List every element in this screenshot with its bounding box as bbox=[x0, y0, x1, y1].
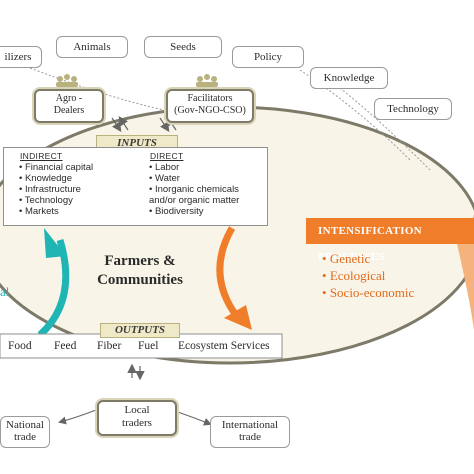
intensification-item: • Ecological bbox=[322, 268, 386, 283]
direct-column: DIRECT Labor Water Inorganic chemicals a… bbox=[140, 151, 239, 217]
center-line1: Farmers & bbox=[104, 253, 176, 269]
national-line1: National bbox=[6, 419, 44, 431]
left-fragment-text: al bbox=[0, 284, 10, 299]
farmers-communities-label: Farmers & Communities bbox=[90, 252, 190, 290]
output-fiber: Fiber bbox=[97, 340, 122, 352]
international-line1: International bbox=[221, 419, 279, 431]
agro-dealers-line1: Agro - bbox=[55, 93, 83, 104]
direct-item: and/or organic matter bbox=[149, 195, 240, 206]
international-line2: trade bbox=[239, 431, 261, 443]
pill-fertilizers: ilizers bbox=[0, 46, 42, 68]
facilitators-line1: Facilitators bbox=[187, 93, 233, 104]
direct-item: Water bbox=[149, 173, 239, 184]
orange-arrow bbox=[216, 226, 241, 321]
direct-item: Labor bbox=[149, 162, 239, 173]
output-fuel: Fuel bbox=[138, 340, 159, 352]
indirect-item: Markets bbox=[19, 206, 93, 217]
pill-knowledge: Knowledge bbox=[310, 67, 388, 89]
outputs-header: OUTPUTS bbox=[100, 323, 180, 338]
intensification-title: INTENSIFICATION PROCESSES bbox=[306, 218, 474, 263]
facilitators-node: Facilitators (Gov-NGO-CSO) bbox=[166, 89, 254, 123]
local-traders-node: Local traders bbox=[97, 400, 177, 436]
intensification-list: • Genetic • Ecological • Socio-economic bbox=[322, 250, 414, 301]
center-line2: Communities bbox=[97, 272, 183, 288]
facilitators-line2: (Gov-NGO-CSO) bbox=[174, 105, 246, 116]
indirect-heading: INDIRECT bbox=[20, 151, 63, 161]
pill-seeds: Seeds bbox=[144, 36, 222, 58]
international-trade-pill: International trade bbox=[210, 416, 290, 448]
pill-policy: Policy bbox=[232, 46, 304, 68]
indirect-column: INDIRECT Financial capital Knowledge Inf… bbox=[10, 151, 93, 217]
indirect-item: Knowledge bbox=[19, 173, 93, 184]
indirect-item: Financial capital bbox=[19, 162, 93, 173]
inputs-box: INDIRECT Financial capital Knowledge Inf… bbox=[3, 147, 268, 226]
local-traders-line2: traders bbox=[122, 417, 152, 429]
intensification-item: • Genetic bbox=[322, 251, 371, 266]
local-traders-line1: Local bbox=[124, 404, 150, 416]
agro-dealers-node: Agro - Dealers bbox=[34, 89, 104, 123]
output-ecosystem-services: Ecosystem Services bbox=[178, 340, 270, 352]
indirect-item: Infrastructure bbox=[19, 184, 93, 195]
direct-heading: DIRECT bbox=[150, 151, 184, 161]
intensification-item: • Socio-economic bbox=[322, 285, 415, 300]
pill-technology: Technology bbox=[374, 98, 452, 120]
output-feed: Feed bbox=[54, 340, 77, 352]
direct-item: Inorganic chemicals bbox=[149, 184, 239, 195]
direct-item: Biodiversity bbox=[149, 206, 239, 217]
output-food: Food bbox=[8, 340, 32, 352]
indirect-item: Technology bbox=[19, 195, 93, 206]
national-trade-pill: National trade bbox=[0, 416, 50, 448]
national-line2: trade bbox=[14, 431, 36, 443]
agro-dealers-line2: Dealers bbox=[53, 105, 85, 116]
pill-animals: Animals bbox=[56, 36, 128, 58]
